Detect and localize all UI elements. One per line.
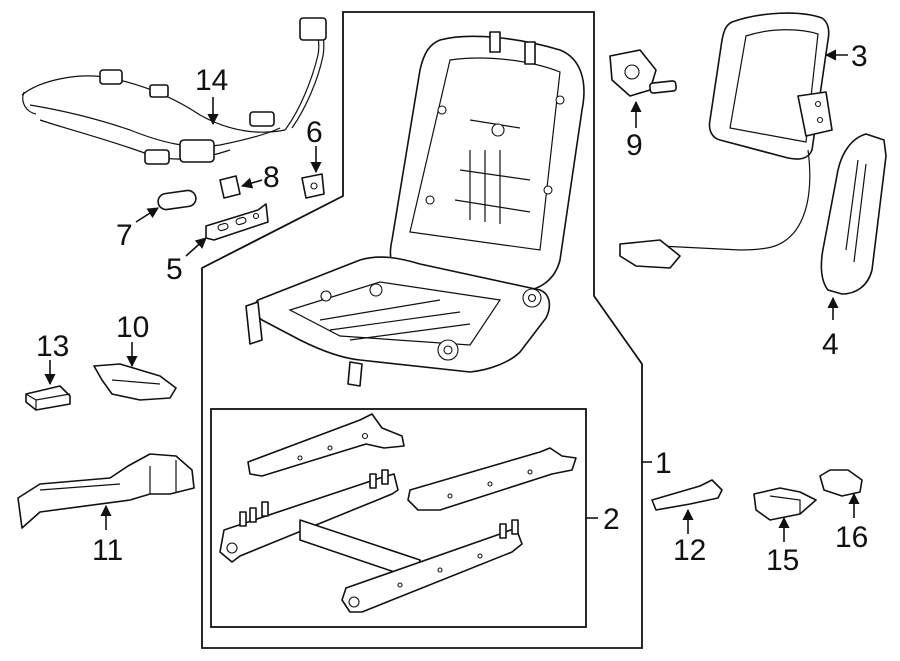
callout-3: 3: [851, 40, 868, 73]
callout-9: 9: [626, 129, 643, 162]
callout-10: 10: [116, 311, 149, 344]
motor-part-9: [609, 49, 677, 97]
plate-part-5: [205, 203, 269, 241]
lower-trim-part-11: [17, 453, 195, 529]
seatback-panel-part-3: [619, 12, 833, 269]
leader-5: [185, 237, 207, 257]
callout-4: 4: [822, 328, 839, 361]
track-rail-upper-left: [247, 413, 405, 477]
cover-part-15: [753, 487, 817, 521]
seat-frame-part: [245, 31, 585, 387]
callout-8: 8: [263, 161, 280, 194]
bracket-cover-part-10: [93, 363, 177, 401]
callout-12: 12: [673, 534, 706, 567]
cover-part-16: [819, 469, 863, 497]
callout-6: 6: [306, 116, 323, 149]
side-cover-part-4: [820, 133, 887, 295]
callout-7: 7: [116, 219, 133, 252]
cap-part-8: [219, 175, 241, 199]
track-rail-lower-left: [219, 469, 421, 581]
callout-13: 13: [36, 330, 69, 363]
assembly-boundary-1: [201, 11, 643, 649]
leader-8: [240, 177, 263, 189]
callout-16: 16: [835, 521, 868, 554]
callout-15: 15: [766, 544, 799, 577]
callout-11: 11: [92, 534, 123, 567]
block-part-13: [25, 385, 71, 411]
callout-5: 5: [166, 253, 183, 286]
callout-14: 14: [195, 64, 228, 97]
clip-part-6: [301, 173, 325, 199]
track-rail-lower-right: [341, 519, 523, 613]
callout-2: 2: [603, 503, 620, 536]
grommet-part-7: [157, 189, 197, 211]
trim-part-12: [651, 479, 723, 511]
callout-1: 1: [655, 447, 672, 480]
wire-harness-part: [21, 17, 327, 165]
track-rail-upper-right: [407, 447, 577, 511]
leader-7: [135, 207, 159, 223]
